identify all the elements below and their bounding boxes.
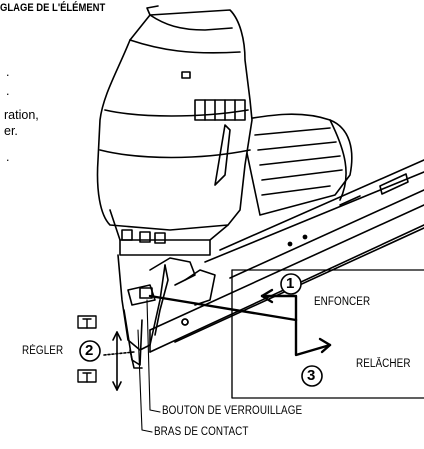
inset-box bbox=[231, 269, 424, 399]
adjust-label: RÉGLER bbox=[22, 345, 64, 357]
push-release-arrow bbox=[148, 288, 332, 357]
push-label: ENFONCER bbox=[314, 296, 371, 308]
section-title: GLAGE DE L'ÉLÉMENT bbox=[0, 2, 106, 14]
callout-lines bbox=[137, 299, 161, 433]
handle bbox=[239, 113, 353, 216]
adjust-down-icon bbox=[77, 369, 97, 383]
release-label: RELÂCHER bbox=[356, 358, 411, 370]
step-2-circle bbox=[79, 340, 101, 362]
side-text-line-2: . bbox=[6, 84, 10, 98]
side-text-line-4: er. bbox=[4, 124, 18, 138]
side-text-line-5: . bbox=[6, 150, 10, 164]
adjust-arrow bbox=[103, 331, 135, 391]
side-text-line-1: . bbox=[6, 65, 10, 79]
side-text-line-3: ration, bbox=[4, 108, 39, 122]
step-1-circle bbox=[280, 273, 302, 295]
nailer-head bbox=[96, 5, 253, 256]
contact-arm-label: BRAS DE CONTACT bbox=[154, 426, 249, 438]
nose-assembly bbox=[117, 254, 216, 369]
step-2-number: 2 bbox=[85, 342, 94, 359]
adjust-up-icon bbox=[77, 315, 97, 329]
step-3-number: 3 bbox=[307, 367, 316, 384]
lock-button-label: BOUTON DE VERROUILLAGE bbox=[162, 405, 303, 417]
step-3-circle bbox=[301, 365, 323, 387]
step-1-number: 1 bbox=[286, 275, 295, 292]
